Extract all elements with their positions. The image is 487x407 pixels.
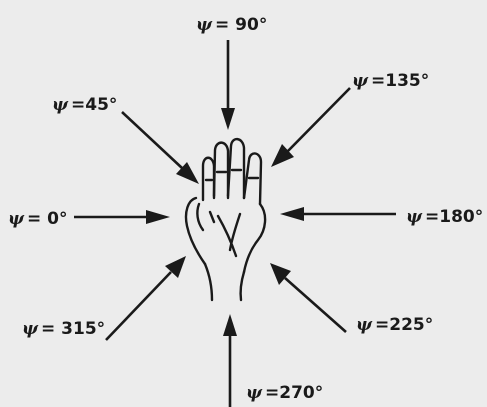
label-psi-315: ψ= 315° (22, 319, 105, 339)
arrow-90 (221, 40, 235, 130)
arrow-180 (280, 207, 396, 221)
label-psi-45: ψ=45° (52, 95, 117, 115)
arrow-0 (74, 210, 170, 224)
arrow-315 (105, 256, 186, 341)
hand-icon (184, 137, 267, 302)
label-psi-90: ψ= 90° (196, 15, 267, 35)
arrow-270 (223, 314, 237, 407)
label-psi-135: ψ=135° (352, 71, 429, 91)
arrow-225 (270, 263, 347, 333)
arrow-135 (271, 87, 351, 167)
label-psi-225: ψ=225° (356, 315, 433, 335)
label-psi-270: ψ=270° (246, 383, 323, 403)
arrow-45 (121, 111, 199, 184)
label-psi-180: ψ=180° (406, 207, 483, 227)
label-psi-0: ψ= 0° (8, 209, 68, 229)
